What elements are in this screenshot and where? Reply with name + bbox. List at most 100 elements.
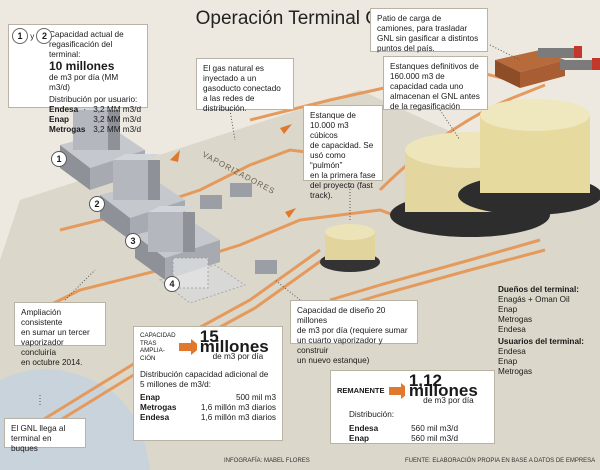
row-name: Endesa bbox=[49, 105, 79, 114]
after-label-line: CIÓN bbox=[140, 354, 156, 362]
tanks-line: Estanques definitivos de bbox=[390, 62, 479, 71]
after-row: Enap 500 mil m3 bbox=[140, 393, 276, 403]
ship-line: El GNL llega al bbox=[11, 424, 66, 433]
vaporizer-4-label: 4 bbox=[164, 276, 180, 292]
tanks-line: almacenan el GNL antes bbox=[390, 92, 480, 101]
remanente-dist: Distribución: bbox=[349, 410, 395, 419]
users-title: Usuarios del terminal: bbox=[498, 337, 584, 346]
row-name: Enap bbox=[140, 393, 161, 402]
user-item: Metrogas bbox=[498, 367, 533, 376]
after-expansion-box: CAPACIDAD TRAS AMPLIA- CIÓN 15 millones … bbox=[133, 326, 283, 441]
row-name: Enap bbox=[349, 434, 370, 443]
capacity-line2: regasificación del terminal: bbox=[49, 40, 113, 59]
gas-line: El gas natural es bbox=[203, 64, 264, 73]
remanente-big: 1,12 millones bbox=[408, 371, 478, 400]
expansion-line: en sumar un tercer bbox=[21, 328, 90, 337]
pulmon-line: usó como “pulmón” bbox=[310, 151, 346, 170]
pulmon-line: Estanque de bbox=[310, 111, 356, 120]
row-value: 1,6 millón m3 diarios bbox=[200, 413, 276, 422]
after-label: CAPACIDAD TRAS AMPLIA- CIÓN bbox=[140, 332, 176, 362]
row-name: Enap bbox=[49, 115, 70, 124]
row-value: 3,2 MM m3/d bbox=[93, 125, 141, 134]
owners-box: Dueños del terminal: Enagás + Oman Oil E… bbox=[492, 280, 594, 376]
row-value: 3,2 MM m3/d bbox=[93, 105, 141, 114]
row-value: 560 mil m3/d bbox=[411, 424, 458, 433]
owner-item: Metrogas bbox=[498, 315, 533, 324]
pulmon-line: track). bbox=[310, 191, 333, 200]
capacity-box: 1 y 2 Capacidad actual de regasificación… bbox=[8, 24, 148, 134]
gas-line: gasoducto conectado bbox=[203, 84, 281, 93]
expansion-box: Ampliación consistente en sumar un terce… bbox=[14, 302, 106, 367]
capacity-row: Endesa 3,2 MM m3/d bbox=[49, 105, 141, 115]
capacity-line1: Capacidad actual de bbox=[49, 30, 124, 39]
truck-line: GNL sin gasificar a distintos bbox=[377, 34, 479, 43]
row-value: 3,2 MM m3/d bbox=[93, 115, 141, 124]
truck-line: camiones, para trasladar bbox=[377, 24, 468, 33]
expansion-line: vaporizador concluiría bbox=[21, 338, 64, 357]
capacity-row: Metrogas 3,2 MM m3/d bbox=[49, 125, 141, 135]
owner-item: Endesa bbox=[498, 325, 526, 334]
capacity-unit: de m3 por día (MM m3/d) bbox=[49, 73, 119, 92]
credit-left: INFOGRAFÍA: MABEL FLORES bbox=[224, 458, 310, 464]
badge-2: 2 bbox=[36, 28, 53, 44]
credit-right: FUENTE: ELABORACIÓN PROPIA EN BASE A DAT… bbox=[405, 458, 596, 464]
arrow-icon bbox=[178, 339, 197, 355]
pulmon-line: en la primera fase bbox=[310, 171, 376, 180]
owner-item: Enap bbox=[498, 305, 518, 314]
after-row: Endesa 1,6 millón m3 diarios bbox=[140, 413, 276, 423]
pulmon-line: de capacidad. Se bbox=[310, 141, 374, 150]
ship-box: El GNL llega al terminal en buques bbox=[4, 418, 86, 453]
row-value: 560 mil m3/d bbox=[411, 434, 458, 443]
tanks-line: capacidad cada uno bbox=[390, 82, 464, 91]
truck-yard-box: Patio de carga de camiones, para traslad… bbox=[370, 8, 488, 53]
remanente-box: REMANENTE 1,12 millones de m3 por día Di… bbox=[330, 370, 495, 444]
remanente-row: Endesa 560 mil m3/d bbox=[349, 424, 458, 434]
remanente-unit: de m3 por día bbox=[423, 396, 474, 405]
owners-title: Dueños del terminal: bbox=[498, 285, 579, 294]
pulmon-line: del proyecto (fast bbox=[310, 181, 373, 190]
truck-line: Patio de carga de bbox=[377, 14, 442, 23]
pipelines bbox=[9, 68, 546, 450]
owner-item: Enagás + Oman Oil bbox=[498, 295, 570, 304]
remanente-row: Enap 560 mil m3/d bbox=[349, 434, 458, 444]
capacity-big: 10 millones bbox=[49, 59, 115, 73]
vaporizers bbox=[60, 104, 277, 304]
ship-line: terminal en buques bbox=[11, 434, 52, 453]
after-dist-line: 5 millones de m3/d: bbox=[140, 380, 211, 389]
gas-line: distribución. bbox=[203, 104, 247, 113]
after-label-line: TRAS AMPLIA- bbox=[140, 339, 165, 355]
after-unit: de m3 por día bbox=[212, 352, 264, 361]
tanks-line: 160.000 m3 de bbox=[390, 72, 445, 81]
after-big: 15 millones bbox=[199, 327, 269, 356]
badge-row: 1 y 2 bbox=[12, 28, 53, 44]
truck-line: puntos del país. bbox=[377, 44, 435, 53]
row-name: Endesa bbox=[140, 413, 170, 422]
arrow-icon bbox=[388, 383, 405, 399]
vaporizer-3-label: 3 bbox=[125, 233, 141, 249]
row-value: 500 mil m3 bbox=[235, 393, 276, 402]
vaporizer-1-label: 1 bbox=[51, 151, 67, 167]
gas-line: a las redes de bbox=[203, 94, 255, 103]
gas-injection-box: El gas natural es inyectado a un gasoduc… bbox=[196, 58, 294, 113]
design-line: un cuarto vaporizador y construir bbox=[297, 336, 383, 355]
design-line: de m3 por día (requiere sumar bbox=[297, 326, 408, 335]
badge-connector: y bbox=[30, 32, 35, 41]
row-value: 1,6 millón m3 diarios bbox=[200, 403, 276, 412]
after-label-line: CAPACIDAD bbox=[140, 332, 176, 339]
pulmon-box: Estanque de 10.000 m3 cúbicos de capacid… bbox=[303, 105, 383, 200]
pulmon-line: 10.000 m3 cúbicos bbox=[310, 121, 349, 140]
badge-1: 1 bbox=[12, 28, 28, 44]
expansion-line: Ampliación consistente bbox=[21, 308, 63, 327]
vaporizer-2-label: 2 bbox=[89, 196, 105, 212]
after-dist-line: Distribución capacidad adicional de bbox=[140, 370, 269, 379]
truck-yard bbox=[495, 46, 600, 88]
page-title: Operación Terminal GNL bbox=[195, 8, 405, 29]
tanks-line: de la regasificación bbox=[390, 102, 461, 111]
row-name: Endesa bbox=[349, 424, 379, 433]
expansion-line: en octubre 2014. bbox=[21, 358, 83, 367]
capacity-dist-title: Distribución por usuario: bbox=[49, 95, 138, 104]
capacity-row: Enap 3,2 MM m3/d bbox=[49, 115, 141, 125]
design-capacity-box: Capacidad de diseño 20 millones de m3 po… bbox=[290, 300, 418, 365]
row-name: Metrogas bbox=[49, 125, 86, 134]
